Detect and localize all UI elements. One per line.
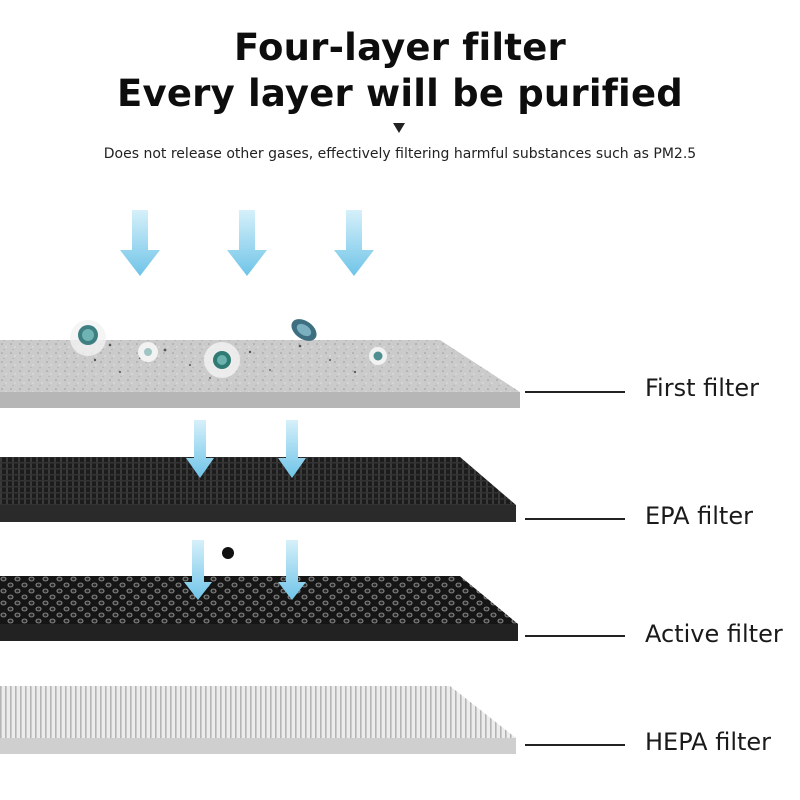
down-arrow-icon — [278, 540, 306, 600]
active-filter-layer — [0, 576, 518, 641]
down-arrow-icon — [278, 420, 306, 478]
down-arrow-icon — [184, 540, 212, 600]
leader-line — [525, 744, 625, 746]
label-first-filter: First filter — [645, 374, 759, 402]
down-arrow-icon — [227, 210, 267, 276]
title-line-2: Every layer will be purified — [117, 72, 683, 115]
title-line-1: Four-layer filter — [234, 26, 566, 69]
particle-icon — [222, 547, 234, 559]
particle-icon — [70, 320, 106, 356]
label-hepa-filter: HEPA filter — [645, 728, 772, 756]
particle-icon — [138, 342, 158, 362]
down-arrow-icon — [120, 210, 160, 276]
leader-line — [525, 635, 625, 637]
leader-line — [525, 518, 625, 520]
caret-down-icon — [393, 123, 405, 133]
hepa-filter-layer — [0, 686, 516, 754]
down-arrow-icon — [334, 210, 374, 276]
particle-icon — [204, 342, 240, 378]
first-filter-layer — [0, 340, 520, 408]
down-arrow-icon — [186, 420, 214, 478]
particle-icon — [291, 319, 317, 341]
particle-icon — [369, 347, 387, 365]
subtitle: Does not release other gases, effectivel… — [103, 146, 697, 162]
leader-line — [525, 391, 625, 393]
label-epa-filter: EPA filter — [645, 502, 753, 530]
epa-filter-layer — [0, 457, 516, 522]
label-active-filter: Active filter — [645, 620, 783, 648]
